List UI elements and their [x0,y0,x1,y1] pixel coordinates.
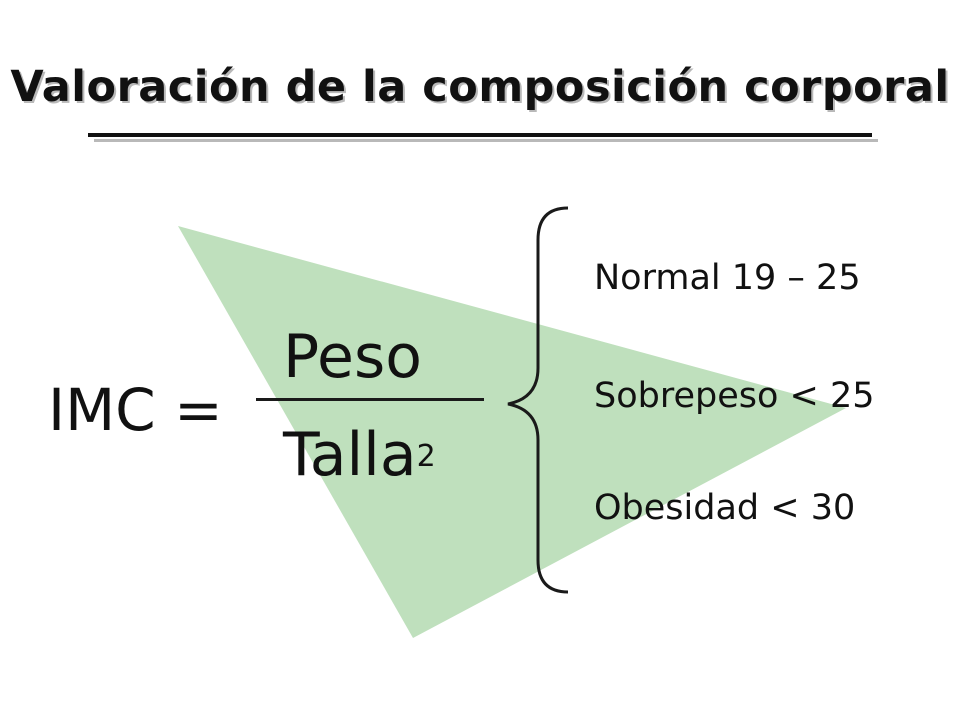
slide-title: Valoración de la composición corporal [10,62,950,112]
title-underline-shadow [94,139,878,142]
category-sobrepeso: Sobrepeso < 25 [594,376,875,416]
category-normal: Normal 19 – 25 [594,258,861,298]
category-obesidad: Obesidad < 30 [594,488,856,528]
formula-numerator: Peso [283,322,422,392]
title-underline [88,133,872,137]
denominator-text: Talla [283,420,417,490]
denominator-exponent: 2 [416,439,436,474]
formula-lhs: IMC = [48,376,223,444]
formula-denominator: Talla2 [283,420,436,490]
fraction-bar [256,398,484,401]
